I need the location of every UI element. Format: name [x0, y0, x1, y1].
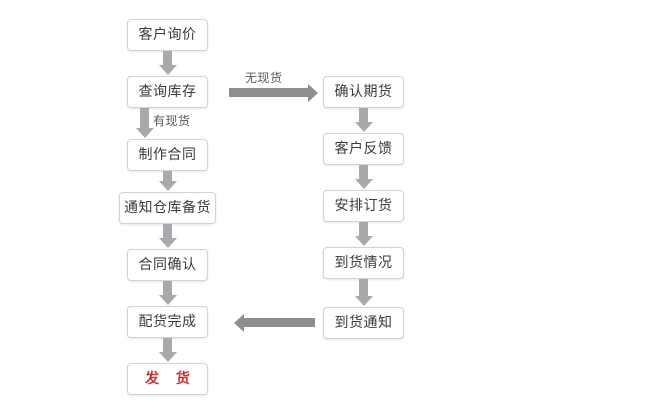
node-picking-done[interactable]: 配货完成 — [127, 306, 208, 338]
node-label: 客户反馈 — [334, 141, 393, 157]
node-label: 发 货 — [145, 371, 196, 387]
node-notify-warehouse[interactable]: 通知仓库备货 — [119, 192, 216, 224]
arrow-arrange-order-to-arrival-status — [359, 222, 368, 237]
node-customer-inquiry[interactable]: 客户询价 — [127, 19, 208, 51]
node-label: 查询库存 — [138, 84, 197, 100]
arrow-arrival-status-to-arrival-notice — [359, 279, 368, 297]
arrow-check-stock-to-confirm-futures — [229, 88, 309, 97]
arrow-confirm-futures-to-customer-feedback — [359, 108, 368, 123]
node-ship[interactable]: 发 货 — [127, 363, 208, 395]
edge-label-out-of-stock: 无现货 — [245, 71, 283, 85]
node-label: 通知仓库备货 — [124, 200, 211, 216]
node-arrange-order[interactable]: 安排订货 — [323, 190, 404, 222]
node-confirm-contract[interactable]: 合同确认 — [127, 249, 208, 281]
arrow-inquiry-to-check-stock — [163, 51, 172, 66]
node-label: 合同确认 — [138, 257, 197, 273]
node-confirm-futures[interactable]: 确认期货 — [323, 76, 404, 108]
arrow-customer-feedback-to-arrange-order — [359, 165, 368, 180]
arrow-confirm-contract-to-picking-done — [163, 281, 172, 296]
arrow-arrival-notice-to-picking-done — [243, 318, 315, 327]
node-check-stock[interactable]: 查询库存 — [127, 76, 208, 108]
arrow-make-contract-to-notify-warehouse — [163, 171, 172, 182]
node-label: 到货通知 — [334, 315, 393, 331]
arrow-picking-done-to-ship — [163, 338, 172, 353]
node-arrival-status[interactable]: 到货情况 — [323, 247, 404, 279]
node-label: 客户询价 — [138, 27, 197, 43]
node-make-contract[interactable]: 制作合同 — [127, 139, 208, 171]
arrow-check-stock-to-make-contract — [140, 108, 149, 129]
node-customer-feedback[interactable]: 客户反馈 — [323, 133, 404, 165]
node-label: 安排订货 — [334, 198, 393, 214]
node-arrival-notice[interactable]: 到货通知 — [323, 307, 404, 339]
node-label: 确认期货 — [334, 84, 393, 100]
node-label: 到货情况 — [334, 255, 393, 271]
node-label: 配货完成 — [138, 314, 197, 330]
arrow-notify-warehouse-to-confirm-contract — [163, 224, 172, 239]
node-label: 制作合同 — [138, 147, 197, 163]
edge-label-in-stock: 有现货 — [153, 114, 191, 128]
